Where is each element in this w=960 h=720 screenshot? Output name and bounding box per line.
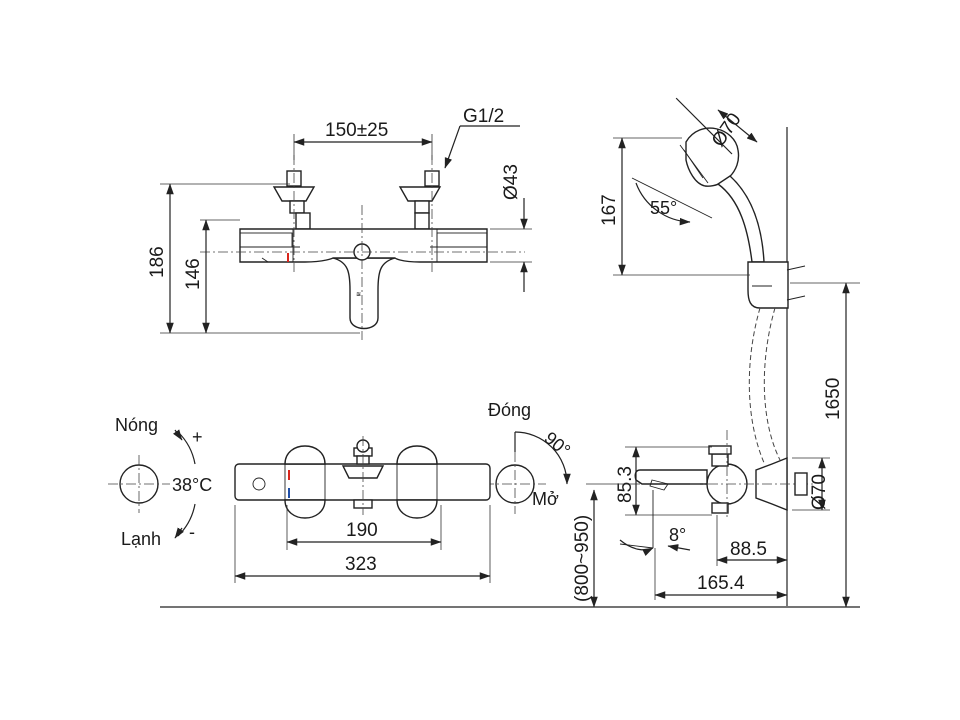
spout-side: [634, 469, 708, 485]
side-view: Ø70 55° 167 1650 Ø70: [572, 97, 860, 608]
center-distance-dimension: 190: [346, 520, 378, 541]
handle-diameter-dimension: Ø43: [501, 164, 522, 200]
plus-sign: +: [192, 427, 203, 447]
connector-diameter: Ø70: [809, 474, 830, 510]
inlet-spacing-dimension: 150±25: [325, 120, 388, 141]
front-view: ≋ 150±25 G1/2 Ø43: [147, 106, 532, 340]
total-width-dimension: 323: [345, 554, 377, 575]
temperature-label: 38°C: [172, 475, 212, 495]
thread-label: G1/2: [463, 106, 504, 127]
handshower-angle: 55°: [650, 198, 677, 218]
body-height-dimension: 146: [183, 258, 204, 290]
shower-holder: [747, 261, 789, 309]
top-view: Nóng + 38°C Lạnh - Đóng 90° Mở: [108, 400, 574, 583]
cold-label: Lạnh: [121, 529, 161, 549]
rail-height-dimension: 1650: [823, 378, 844, 420]
minus-sign: -: [189, 522, 195, 542]
open-label: Mở: [532, 489, 559, 509]
spout-reach-dimension: 88.5: [730, 539, 767, 560]
spout-front: [332, 257, 396, 330]
rotation-angle: 90°: [540, 428, 574, 461]
total-height-dimension: 186: [147, 246, 168, 278]
spout-angle: 8°: [669, 525, 686, 545]
total-depth-dimension: 165.4: [697, 573, 745, 594]
mount-height-dimension: (800~950): [572, 515, 593, 602]
close-label: Đóng: [488, 400, 531, 420]
spout-height-dimension: 85.3: [615, 466, 636, 503]
inlet-right: [398, 170, 442, 230]
svg-text:≋: ≋: [356, 292, 361, 298]
handshower-length-dimension: 167: [599, 194, 620, 226]
hot-label: Nóng: [115, 415, 158, 435]
